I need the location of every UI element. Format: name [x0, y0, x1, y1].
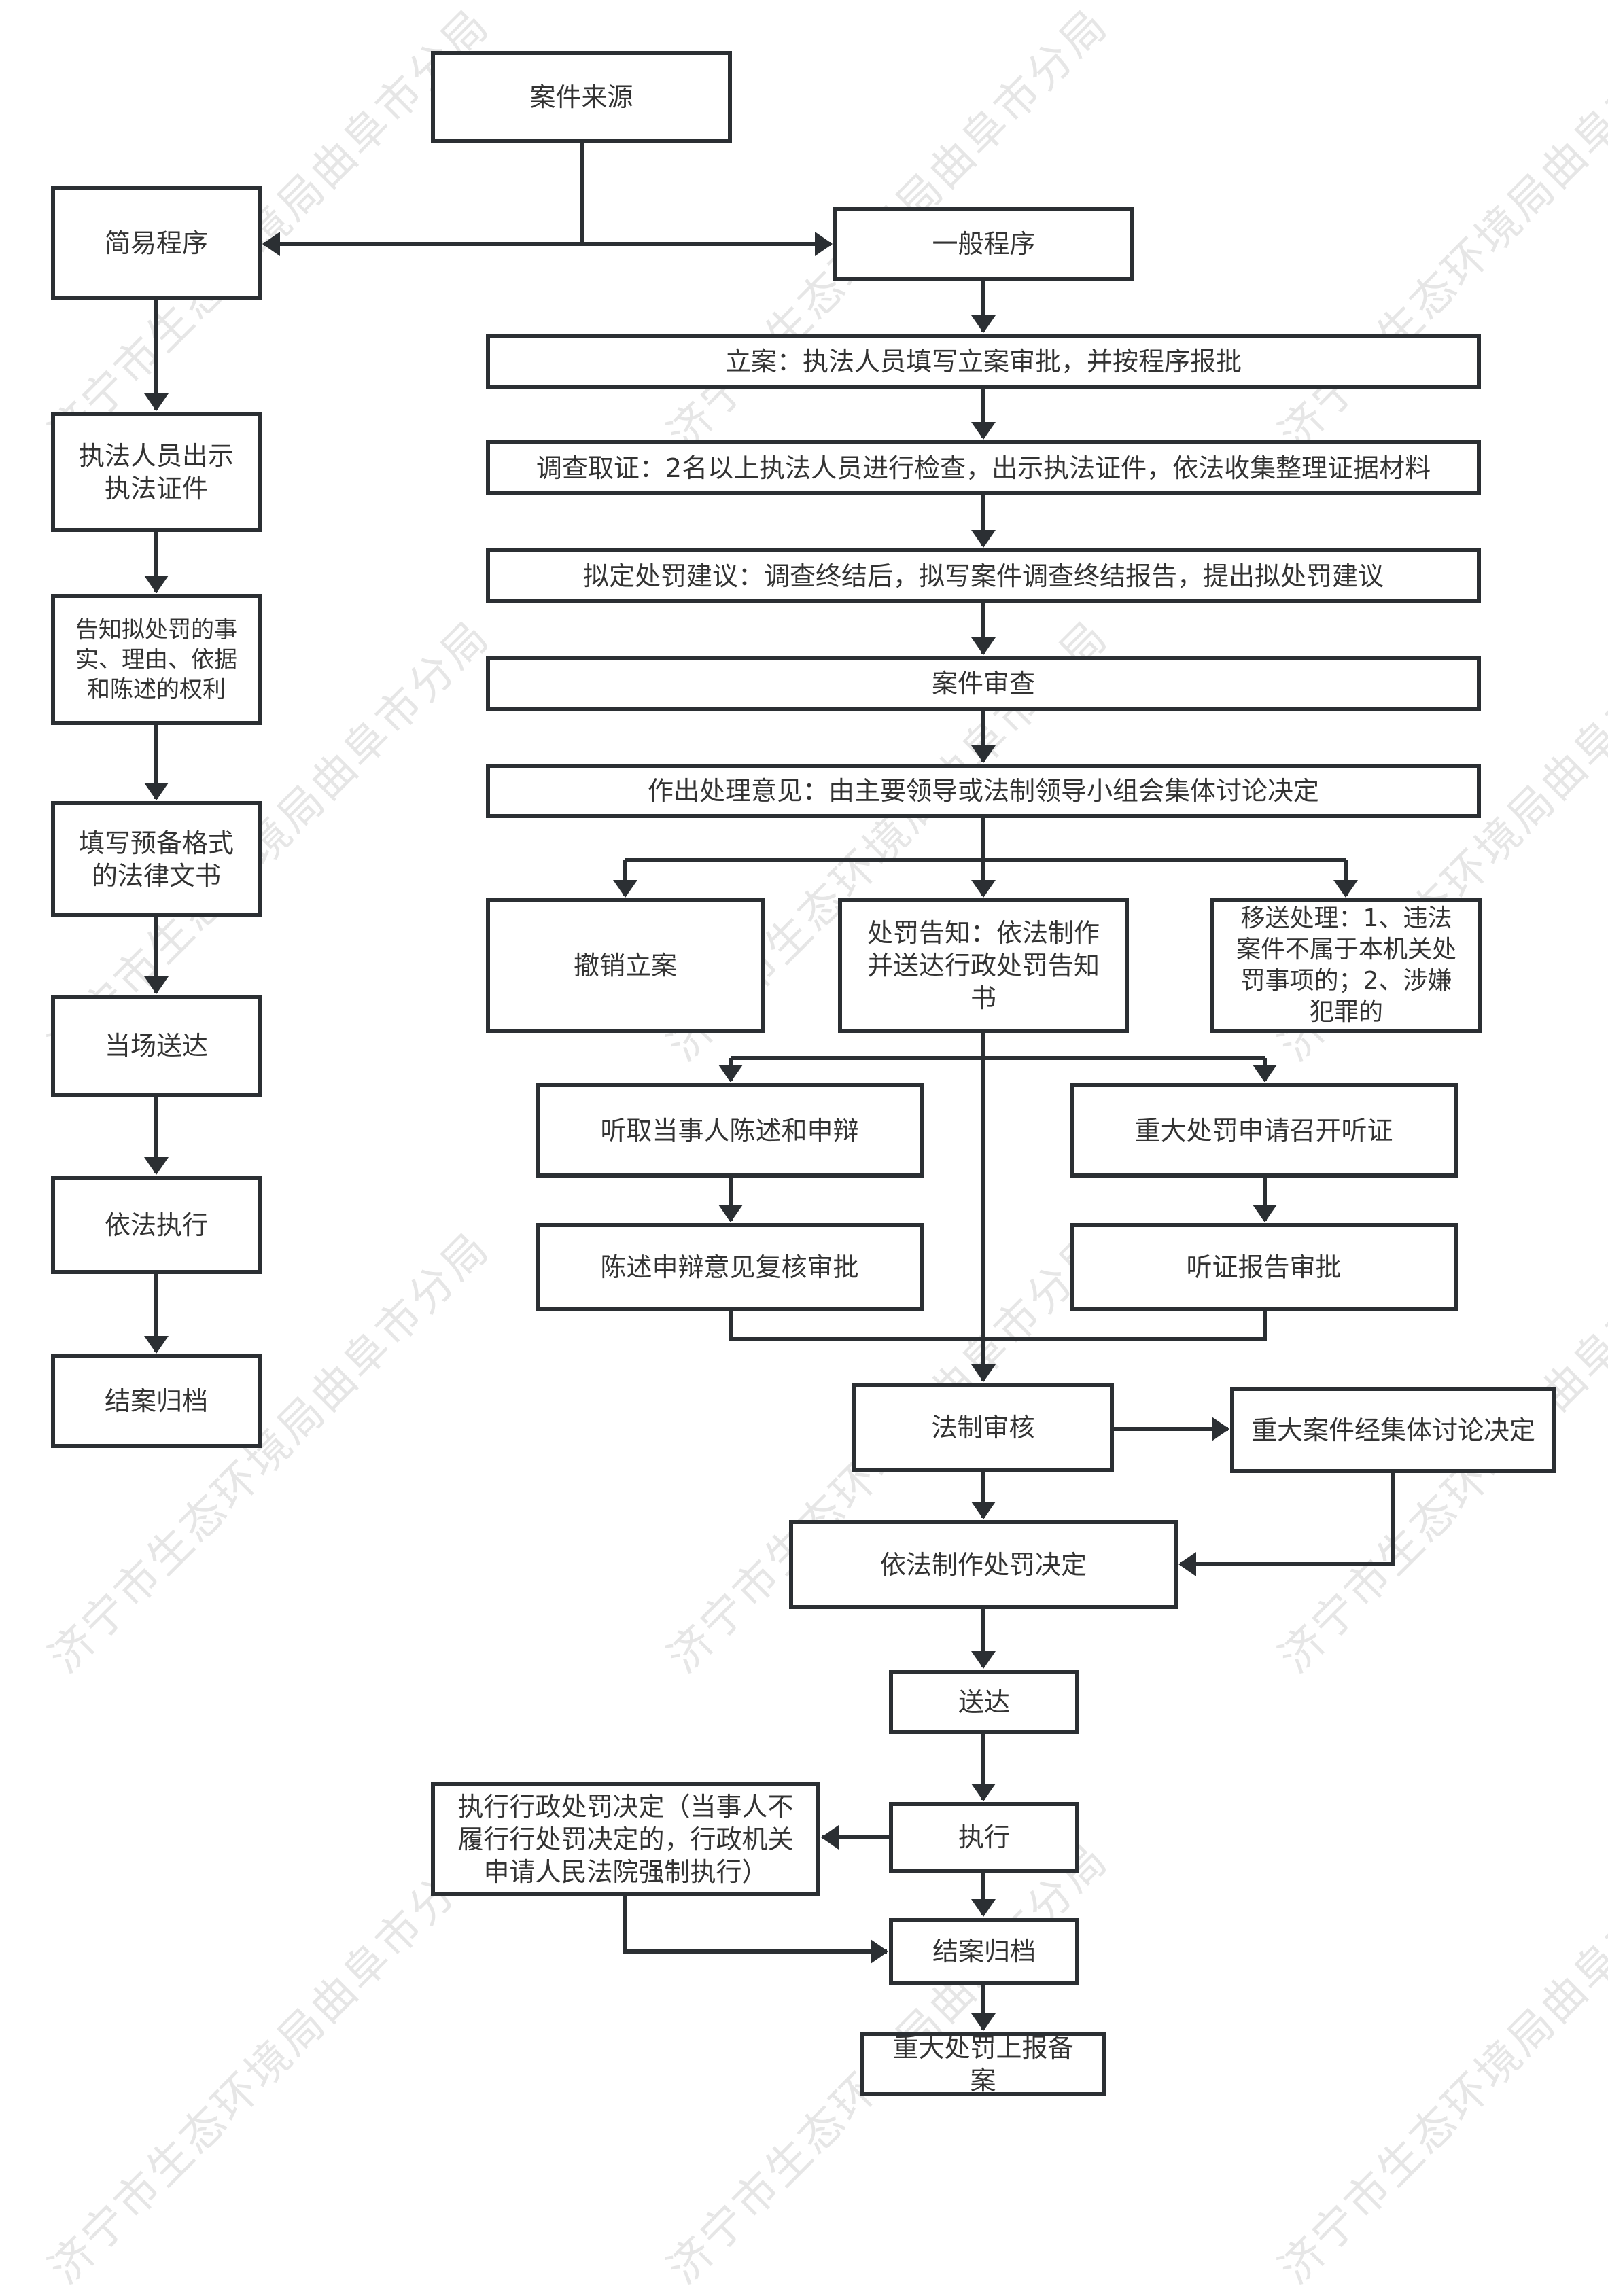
node-opinion: 作出处理意见：由主要领导或法制领导小组会集体讨论决定: [486, 764, 1481, 818]
node-execute: 执行: [889, 1802, 1079, 1873]
node-case-source: 案件来源: [431, 51, 732, 143]
node-case-close: 结案归档: [889, 1918, 1079, 1985]
node-enforce: 执行行政处罚决定（当事人不履行行处罚决定的，行政机关申请人民法院强制执行）: [431, 1782, 820, 1896]
node-show-id: 执法人员出示执法证件: [51, 412, 262, 532]
edge-enforce-close: [623, 1896, 888, 1964]
connectors: [144, 143, 1395, 2031]
node-report-filing: 重大处罚上报备案: [860, 2032, 1106, 2096]
node-collective-decision: 重大案件经集体讨论决定: [1230, 1387, 1556, 1473]
node-filing: 立案：执法人员填写立案审批，并按程序报批: [486, 334, 1481, 389]
node-simple-procedure: 简易程序: [51, 186, 262, 300]
edge-collective-decision: [1178, 1473, 1395, 1576]
node-hear-statement: 听取当事人陈述和申辩: [536, 1083, 924, 1178]
node-case-review: 案件审查: [486, 656, 1481, 711]
node-transfer: 移送处理：1、违法案件不属于本机关处罚事项的；2、涉嫌犯罪的: [1210, 898, 1482, 1033]
node-fill-documents: 填写预备格式的法律文书: [51, 801, 262, 917]
node-investigation: 调查取证：2名以上执法人员进行检查，出示执法证件，依法收集整理证据材料: [486, 440, 1481, 495]
edge-merge: [729, 1311, 1267, 1341]
node-hearing-request: 重大处罚申请召开听证: [1070, 1083, 1458, 1178]
node-general-procedure: 一般程序: [833, 207, 1134, 281]
node-lawful-execution: 依法执行: [51, 1176, 262, 1274]
node-deliver: 送达: [889, 1670, 1079, 1734]
node-onsite-delivery: 当场送达: [51, 995, 262, 1097]
node-notify-rights: 告知拟处罚的事实、理由、依据和陈述的权利: [51, 594, 262, 725]
node-hearing-report: 听证报告审批: [1070, 1223, 1458, 1311]
node-simple-close: 结案归档: [51, 1354, 262, 1448]
node-statement-review: 陈述申辩意见复核审批: [536, 1223, 924, 1311]
node-legal-review: 法制审核: [852, 1383, 1114, 1472]
node-penalty-notice: 处罚告知：依法制作并送达行政处罚告知书: [838, 898, 1129, 1033]
node-revoke-filing: 撤销立案: [486, 898, 765, 1033]
flowchart-canvas: 济宁市生态环境局曲阜市分局 济宁市生态环境局曲阜市分局 济宁市生态环境局曲阜市分…: [39, 0, 1608, 2294]
node-proposal: 拟定处罚建议：调查终结后，拟写案件调查终结报告，提出拟处罚建议: [486, 548, 1481, 603]
node-penalty-decision: 依法制作处罚决定: [789, 1520, 1178, 1609]
